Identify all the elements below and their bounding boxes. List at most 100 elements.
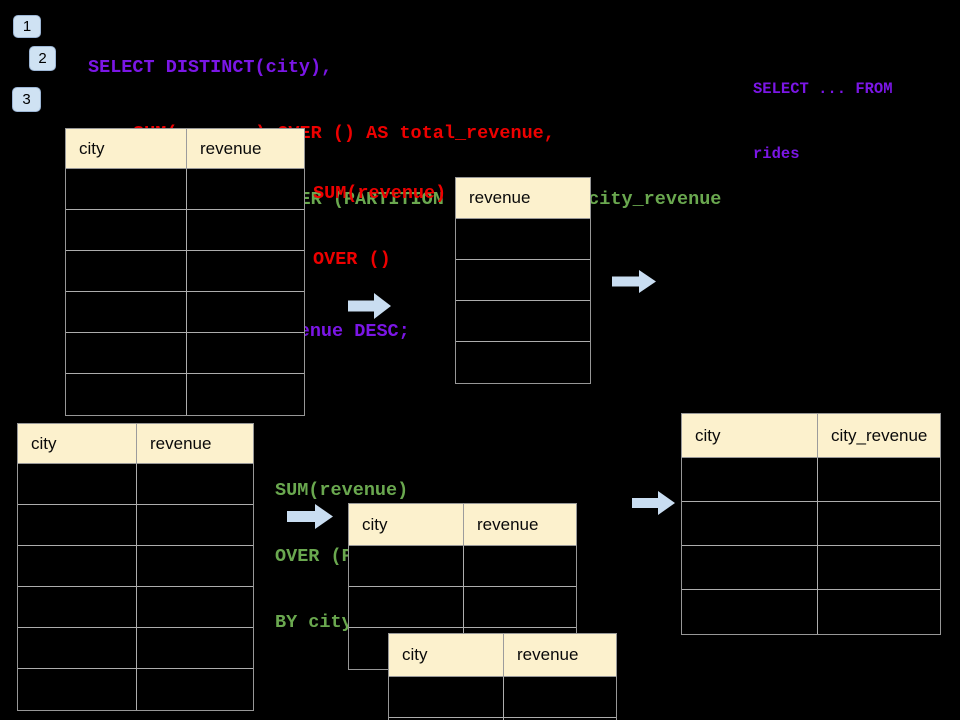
table-cell-empty [818,546,940,589]
flow-arrow-icon [287,504,333,529]
annotation-total-line-2: OVER () [313,249,391,270]
side-code-note: SELECT ... FROM rides [753,36,893,208]
table-header-row: revenue [456,178,590,219]
table-row [682,458,940,502]
table-row [456,219,590,260]
table-cell-empty [187,210,304,250]
table-partition-back: city revenue [388,633,617,720]
table-cell-empty [682,502,818,545]
table-row [682,502,940,546]
flow-arrow-icon [348,293,391,319]
table-row [18,669,253,710]
table-cell-empty [456,260,590,300]
sql-code-line-select: SELECT DISTINCT(city), [88,57,333,78]
annotation-total-revenue: SUM(revenue) OVER () [313,139,446,315]
table-cell-empty [66,169,187,209]
table-row [18,464,253,505]
column-header-city: city [682,414,818,457]
table-row [349,546,576,587]
table-row [66,374,304,415]
table-cell-empty [464,546,576,586]
flow-arrow-icon [632,491,675,515]
table-cell-empty [818,502,940,545]
table-row [66,210,304,251]
annotation-partition-line-1: SUM(revenue) [275,480,409,501]
table-body [389,677,616,720]
table-city-result: city city_revenue [681,413,941,635]
table-cell-empty [137,669,253,710]
table-row [66,333,304,374]
table-cell-empty [187,374,304,415]
table-body [18,464,253,710]
step-badge-3: 3 [12,87,41,112]
table-cell-empty [456,342,590,383]
table-cell-empty [456,301,590,341]
table-row [66,251,304,292]
table-cell-empty [187,292,304,332]
table-cell-empty [18,628,137,668]
column-header-revenue: revenue [150,433,212,453]
table-header-row: city city_revenue [682,414,940,458]
table-cell-empty [18,546,137,586]
annotation-total-line-1: SUM(revenue) [313,183,447,204]
side-code-line-1: SELECT ... FROM [753,80,893,98]
column-header-revenue: revenue [200,138,262,158]
table-body [66,169,304,415]
step-badge-1: 1 [13,15,41,38]
table-total-result: revenue [455,177,591,384]
table-cell-empty [137,464,253,504]
table-row [66,292,304,333]
table-cell-empty [187,333,304,373]
table-cell-empty [66,374,187,415]
table-cell-empty [456,219,590,259]
table-body [456,219,590,383]
table-row [389,718,616,720]
column-header-city: city [349,504,464,545]
table-cell-empty [682,458,818,501]
table-cell-empty [187,251,304,291]
table-row [389,677,616,718]
table-cell-empty [389,718,504,720]
table-cell-empty [137,628,253,668]
table-cell-empty [389,677,504,717]
table-header-row: city revenue [18,424,253,464]
table-cell-empty [137,587,253,627]
table-row [18,587,253,628]
table-header-row: city revenue [66,129,304,169]
table-row [456,342,590,383]
table-header-row: city revenue [349,504,576,546]
table-row [349,587,576,628]
table-row [682,590,940,634]
side-code-line-2: rides [753,144,800,163]
table-cell-empty [18,505,137,545]
column-header-city: city [18,424,137,463]
table-cell-empty [18,587,137,627]
table-cell-empty [682,546,818,589]
table-cell-empty [66,292,187,332]
column-header-revenue: revenue [477,514,539,534]
table-cell-empty [818,590,940,634]
table-cell-empty [18,669,137,710]
table-cell-empty [504,677,616,717]
table-row [456,301,590,342]
table-cell-empty [349,587,464,627]
column-header-city: city [66,129,187,168]
table-row [682,546,940,590]
table-row [66,169,304,210]
table-cell-empty [66,333,187,373]
column-header-city-revenue: city_revenue [831,425,928,445]
table-source-top: city revenue [65,128,305,416]
table-cell-empty [66,210,187,250]
table-cell-empty [818,458,940,501]
table-cell-empty [18,464,137,504]
table-cell-empty [464,587,576,627]
table-cell-empty [682,590,818,634]
column-header-revenue: revenue [469,188,531,207]
table-row [18,628,253,669]
flow-arrow-icon [612,270,656,293]
table-source-bottom: city revenue [17,423,254,711]
column-header-revenue: revenue [517,645,579,664]
step-badge-2: 2 [29,46,56,71]
table-cell-empty [66,251,187,291]
